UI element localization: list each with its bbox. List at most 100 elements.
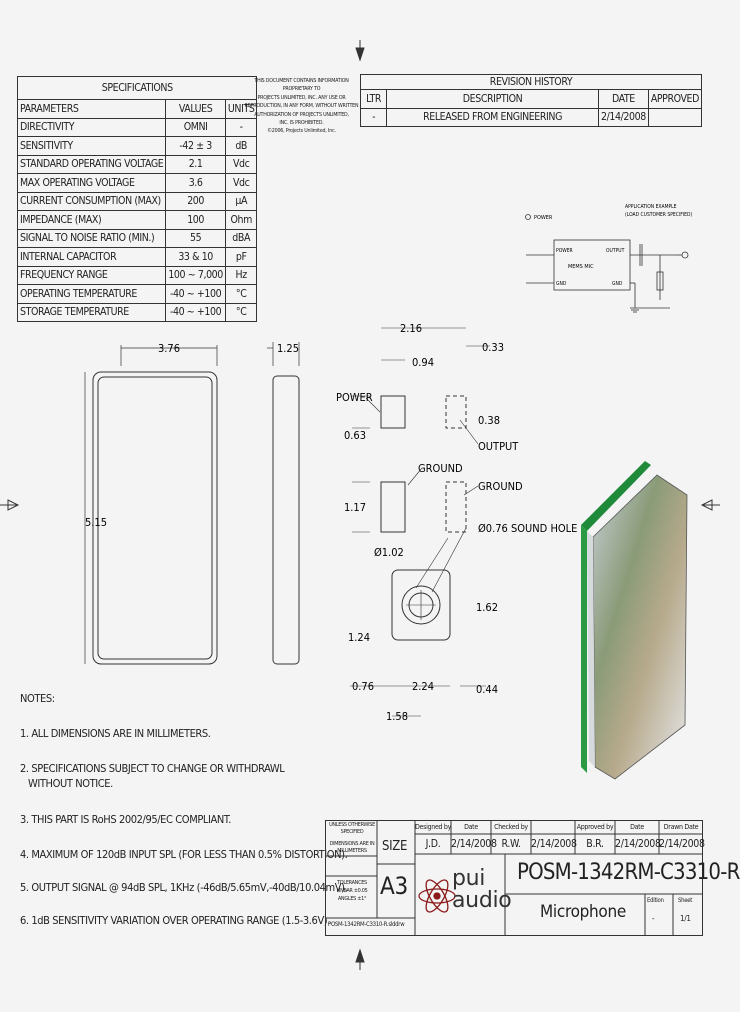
spec-value: 100: [165, 210, 226, 230]
spec-value: 55: [165, 228, 226, 248]
part-description: Microphone: [540, 902, 626, 922]
label-ground-pad-2: GROUND: [478, 480, 523, 493]
value-designed-date: 2/14/2008: [451, 838, 497, 850]
pui-audio-logo-icon: [418, 879, 456, 913]
spec-value: 200: [165, 191, 226, 211]
rev-header-ltr: LTR: [359, 89, 388, 109]
revision-title: REVISION HISTORY: [360, 74, 702, 90]
pad-layout-drawing: 2.16 0.94 0.33 0.63 0.38 1.17 Ø1.02 Ø0.7…: [336, 322, 577, 723]
spec-value: 3.6: [165, 173, 226, 193]
dim-bottom-mid: 2.24: [412, 680, 434, 693]
spec-unit: Ohm: [224, 210, 258, 230]
title-tolerance-text: TOLERANCES LINEAR ±0.05 ANGLES ±1°: [327, 879, 377, 903]
dim-pad-height: 0.63: [344, 429, 366, 442]
dim-ring-low: 1.24: [348, 631, 370, 644]
rev-description: RELEASED FROM ENGINEERING: [386, 107, 599, 127]
dim-sound-hole: Ø0.76 SOUND HOLE: [478, 522, 577, 535]
rev-header-date: DATE: [597, 89, 649, 109]
tolerance-line: ANGLES ±1°: [337, 896, 367, 902]
tolerance-line: TOLERANCES: [337, 880, 367, 886]
value-checked-by: R.W.: [501, 838, 521, 850]
spec-unit: Vdc: [224, 173, 258, 193]
label-date: Date: [464, 823, 478, 831]
label-output-pad: OUTPUT: [478, 440, 519, 453]
value-checked-date: 2/14/2008: [531, 838, 577, 850]
dim-pad-span: 2.16: [400, 322, 422, 335]
rev-header-description: DESCRIPTION: [386, 89, 599, 109]
rev-approved: [647, 107, 703, 127]
unless-line: UNLESS OTHERWISE: [329, 822, 375, 828]
tolerance-line: LINEAR ±0.05: [336, 888, 368, 894]
dim-ground-height: 1.17: [344, 501, 366, 514]
proprietary-notice: THIS DOCUMENT CONTAINS INFORMATION PROPR…: [243, 77, 360, 136]
dim-ring-diameter: Ø1.02: [374, 546, 404, 559]
value-drawn-date: 2/14/2008: [659, 838, 705, 850]
label-designed-by: Designed by: [415, 823, 452, 831]
label-date-2: Date: [630, 823, 644, 831]
spec-unit: Hz: [224, 265, 258, 285]
schematic-box-gnd: GND: [556, 281, 567, 287]
value-designed-by: J.D.: [425, 838, 441, 850]
spec-param: SENSITIVITY: [16, 136, 167, 156]
dims-line: DIMENSIONS ARE IN: [329, 841, 375, 847]
spec-value: -40 ~ +100: [165, 302, 226, 322]
schematic-app-label-2: (LOAD CUSTOMER SPECIFIED): [625, 212, 692, 218]
notice-line: INC. IS PROHIBITED.: [279, 120, 324, 127]
note-item: 1. ALL DIMENSIONS ARE IN MILLIMETERS.: [20, 727, 211, 740]
spec-value: -42 ± 3: [165, 136, 226, 156]
logo-text-pui: pui: [452, 866, 486, 891]
spec-unit: µA: [224, 191, 258, 211]
dim-body-width: 3.76: [158, 342, 180, 355]
label-sheet: Sheet: [678, 897, 693, 904]
notes-title: NOTES:: [20, 692, 55, 705]
dim-pad-width: 0.94: [412, 356, 434, 369]
spec-unit: °C: [224, 302, 258, 322]
spec-param: STORAGE TEMPERATURE: [16, 302, 167, 322]
spec-unit: Vdc: [224, 154, 258, 174]
spec-value: 2.1: [165, 154, 226, 174]
rev-header-approved: APPROVED: [647, 89, 703, 109]
spec-value: OMNI: [165, 117, 226, 137]
dims-line: MILLIMETERS: [337, 848, 367, 854]
notice-line: AUTHORIZATION OF PROJECTS UNLIMITED,: [254, 111, 349, 118]
schematic-power-label: POWER: [534, 215, 553, 221]
spec-header-values: VALUES: [165, 99, 226, 119]
microphone-3d-render: [581, 461, 688, 780]
application-schematic: POWER APPLICATION EXAMPLE (LOAD CUSTOMER…: [525, 204, 692, 313]
spec-header-units: UNITS: [224, 99, 258, 119]
schematic-box-power: POWER: [556, 248, 573, 254]
spec-unit: dB: [224, 136, 258, 156]
sheet-border-marks: [0, 40, 720, 970]
value-approved-by: B.R.: [586, 838, 604, 850]
spec-param: OPERATING TEMPERATURE: [16, 284, 167, 304]
note-item: 5. OUTPUT SIGNAL @ 94dB SPL, 1KHz (-46dB…: [20, 881, 348, 894]
spec-value: 33 & 10: [165, 247, 226, 267]
spec-unit: °C: [224, 284, 258, 304]
label-edition: Edition: [647, 897, 664, 904]
schematic-box-gnd-2: GND: [612, 281, 623, 287]
spec-unit: dBA: [224, 228, 258, 248]
spec-param: INTERNAL CAPACITOR: [16, 247, 167, 267]
spec-header-parameters: PARAMETERS: [16, 99, 167, 119]
title-unless-text: UNLESS OTHERWISE SPECIFIED: [327, 822, 377, 836]
title-size-value: A3: [380, 872, 408, 900]
notice-line: PROJECTS UNLIMITED, INC. ANY USE OR: [257, 94, 346, 101]
front-view-drawing: 3.76 5.15: [84, 342, 218, 665]
label-power-pad: POWER: [336, 391, 373, 404]
spec-param: CURRENT CONSUMPTION (MAX): [16, 191, 167, 211]
notice-line: THIS DOCUMENT CONTAINS INFORMATION PROPR…: [254, 78, 349, 93]
specifications-table: SPECIFICATIONS PARAMETERS VALUES UNITS D…: [16, 76, 258, 322]
label-approved-by: Approved by: [576, 823, 614, 831]
dim-ring-y: 1.62: [476, 601, 498, 614]
spec-value: -40 ~ +100: [165, 284, 226, 304]
rev-ltr: -: [359, 107, 388, 127]
label-drawn-date: Drawn Date: [663, 823, 699, 831]
value-edition: -: [652, 914, 655, 923]
value-approved-date: 2/14/2008: [615, 838, 661, 850]
spec-param: IMPEDANCE (MAX): [16, 210, 167, 230]
